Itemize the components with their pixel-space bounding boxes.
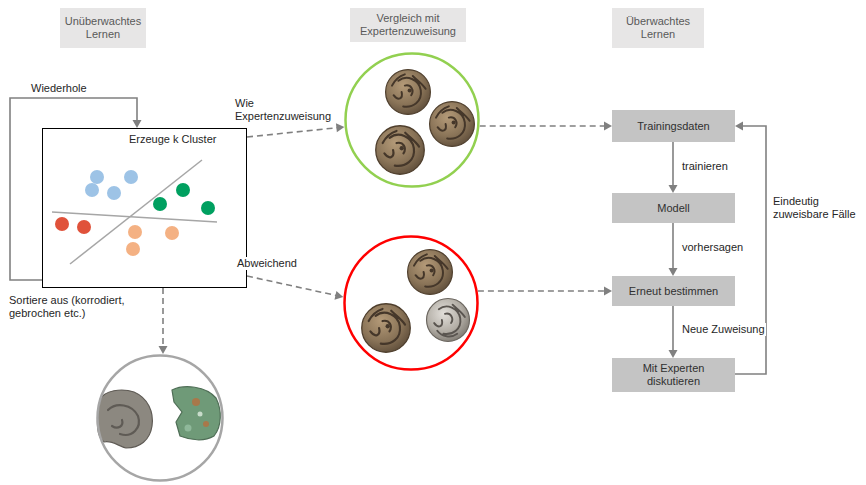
flow-arrow [669, 142, 678, 193]
cluster-box: Erzeuge k Cluster [42, 128, 247, 288]
column-header: Unüberwachtes Lernen [60, 8, 146, 48]
node-text: Unüberwachtes Lernen [64, 15, 142, 41]
process-box: Trainingsdaten [612, 110, 735, 142]
node-text: Trainingsdaten [637, 120, 709, 133]
edge-label: Abweichend [236, 257, 298, 270]
column-header: Vergleich mit Expertenzuweisung [350, 8, 466, 42]
discard-circle [96, 354, 224, 482]
node-text: Modell [657, 202, 689, 215]
circle-outline [344, 52, 480, 188]
process-box: Modell [612, 193, 735, 223]
circle-outline [96, 354, 224, 482]
flow-arrow [159, 288, 168, 354]
process-box: Erneut bestimmen [612, 276, 735, 306]
edge-label: Neue Zuweisung [681, 323, 766, 336]
node-text: Mit Experten diskutieren [618, 362, 729, 388]
coin-photos [362, 250, 470, 353]
edge-label: Eindeutig zuweisbare Fälle [772, 195, 864, 221]
flow-arrow [247, 123, 344, 137]
circle-outline [343, 235, 479, 371]
match-circle [344, 52, 480, 188]
flow-arrow [669, 223, 678, 276]
flow-arrow [10, 98, 142, 280]
deviation-circle [343, 235, 479, 371]
process-box: Mit Experten diskutieren [612, 358, 735, 392]
column-header: Überwachtes Lernen [612, 8, 704, 48]
flow-arrow [480, 122, 612, 131]
edge-label: vorhersagen [681, 241, 744, 254]
edge-label: trainieren [681, 160, 729, 173]
flow-arrow [247, 276, 343, 300]
edge-label: Wiederhole [30, 82, 88, 95]
flow-arrow [669, 306, 678, 358]
cluster-scatter [52, 160, 217, 264]
damaged-coins [97, 387, 220, 448]
coin-photos [376, 70, 475, 175]
edge-label: Sortiere aus (korrodiert, gebrochen etc.… [8, 294, 158, 320]
node-text: Vergleich mit Expertenzuweisung [354, 12, 462, 38]
node-text: Überwachtes Lernen [616, 15, 700, 41]
flow-arrow [478, 287, 612, 296]
node-text: Erzeuge k Cluster [129, 133, 216, 146]
node-text: Erneut bestimmen [629, 285, 718, 298]
edge-label: Wie Expertenzuweisung [234, 97, 336, 123]
